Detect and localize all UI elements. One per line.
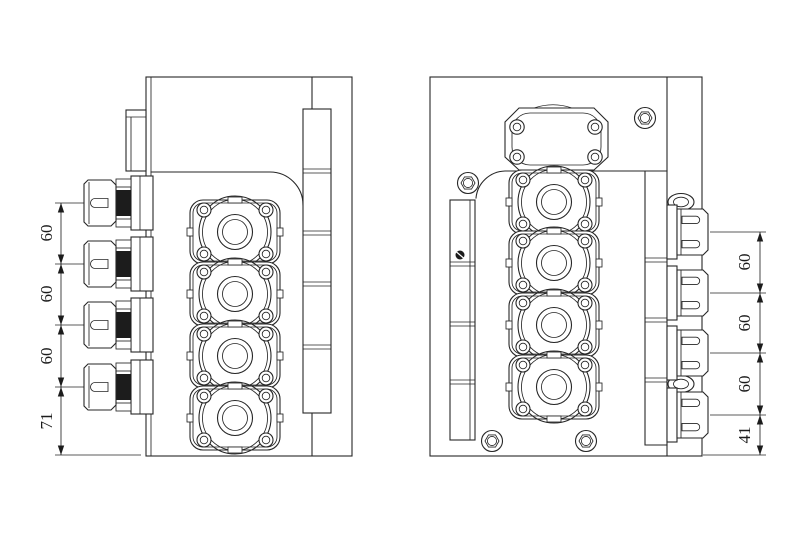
dimension-arrow <box>57 445 65 455</box>
extension-lines <box>703 231 766 456</box>
dimension-label: 60 <box>37 225 56 242</box>
hose-connector <box>666 325 709 381</box>
right-inner-rail <box>449 199 476 441</box>
dimension-label: 71 <box>37 413 56 430</box>
dimension-arrow <box>57 203 65 213</box>
right-body-outline <box>429 76 703 457</box>
dimension-arrow <box>756 445 764 455</box>
gear-section <box>186 381 284 455</box>
dimension-arrow <box>57 264 65 274</box>
hose-connector <box>83 236 154 292</box>
dimension-arrow <box>57 325 65 335</box>
hex-plug <box>574 429 598 453</box>
dimension-arrow <box>756 232 764 242</box>
hose-connector <box>83 297 154 353</box>
dimension-arrow <box>57 315 65 325</box>
right-dimension-chain: 60 60 60 41 <box>703 231 766 456</box>
dimension-label: 60 <box>735 254 754 271</box>
hose-connector <box>666 387 709 443</box>
left-step-and-fillet <box>150 171 304 206</box>
dimension-arrow <box>756 405 764 415</box>
gear-section <box>186 195 284 269</box>
dimension-arrow <box>756 353 764 363</box>
left-dimension-chain: 60 60 60 71 <box>37 202 141 456</box>
dimension-arrow <box>57 254 65 264</box>
gear-section <box>505 288 603 362</box>
right-side-rail <box>644 170 668 446</box>
hose-connector <box>83 359 154 415</box>
gear-section <box>186 257 284 331</box>
dimension-arrow <box>57 387 65 397</box>
gear-section <box>505 350 603 424</box>
gear-section <box>505 226 603 300</box>
right-view: 60 60 60 41 <box>429 76 766 457</box>
hex-plug <box>480 429 504 453</box>
dimension-arrow <box>756 415 764 425</box>
right-step-and-fillet <box>475 170 668 199</box>
hose-connector <box>666 204 709 260</box>
dimension-arrow <box>756 283 764 293</box>
hose-connector <box>666 265 709 321</box>
dimension-label: 60 <box>37 348 56 365</box>
left-view: 60 60 60 71 <box>37 76 353 457</box>
dimension-label: 41 <box>735 427 754 444</box>
dimension-arrow <box>756 293 764 303</box>
motor-mount-flange <box>504 104 609 171</box>
hex-plug <box>456 171 480 195</box>
dimension-arrow <box>756 343 764 353</box>
left-mount-block <box>125 109 147 172</box>
hex-plug <box>633 106 657 130</box>
dimension-arrow <box>57 377 65 387</box>
gear-section <box>186 319 284 393</box>
left-side-rail <box>302 108 332 414</box>
hose-connector <box>83 175 154 231</box>
dimension-label: 60 <box>735 315 754 332</box>
dimension-label: 60 <box>37 286 56 303</box>
dimension-label: 60 <box>735 376 754 393</box>
extension-lines <box>55 202 141 456</box>
